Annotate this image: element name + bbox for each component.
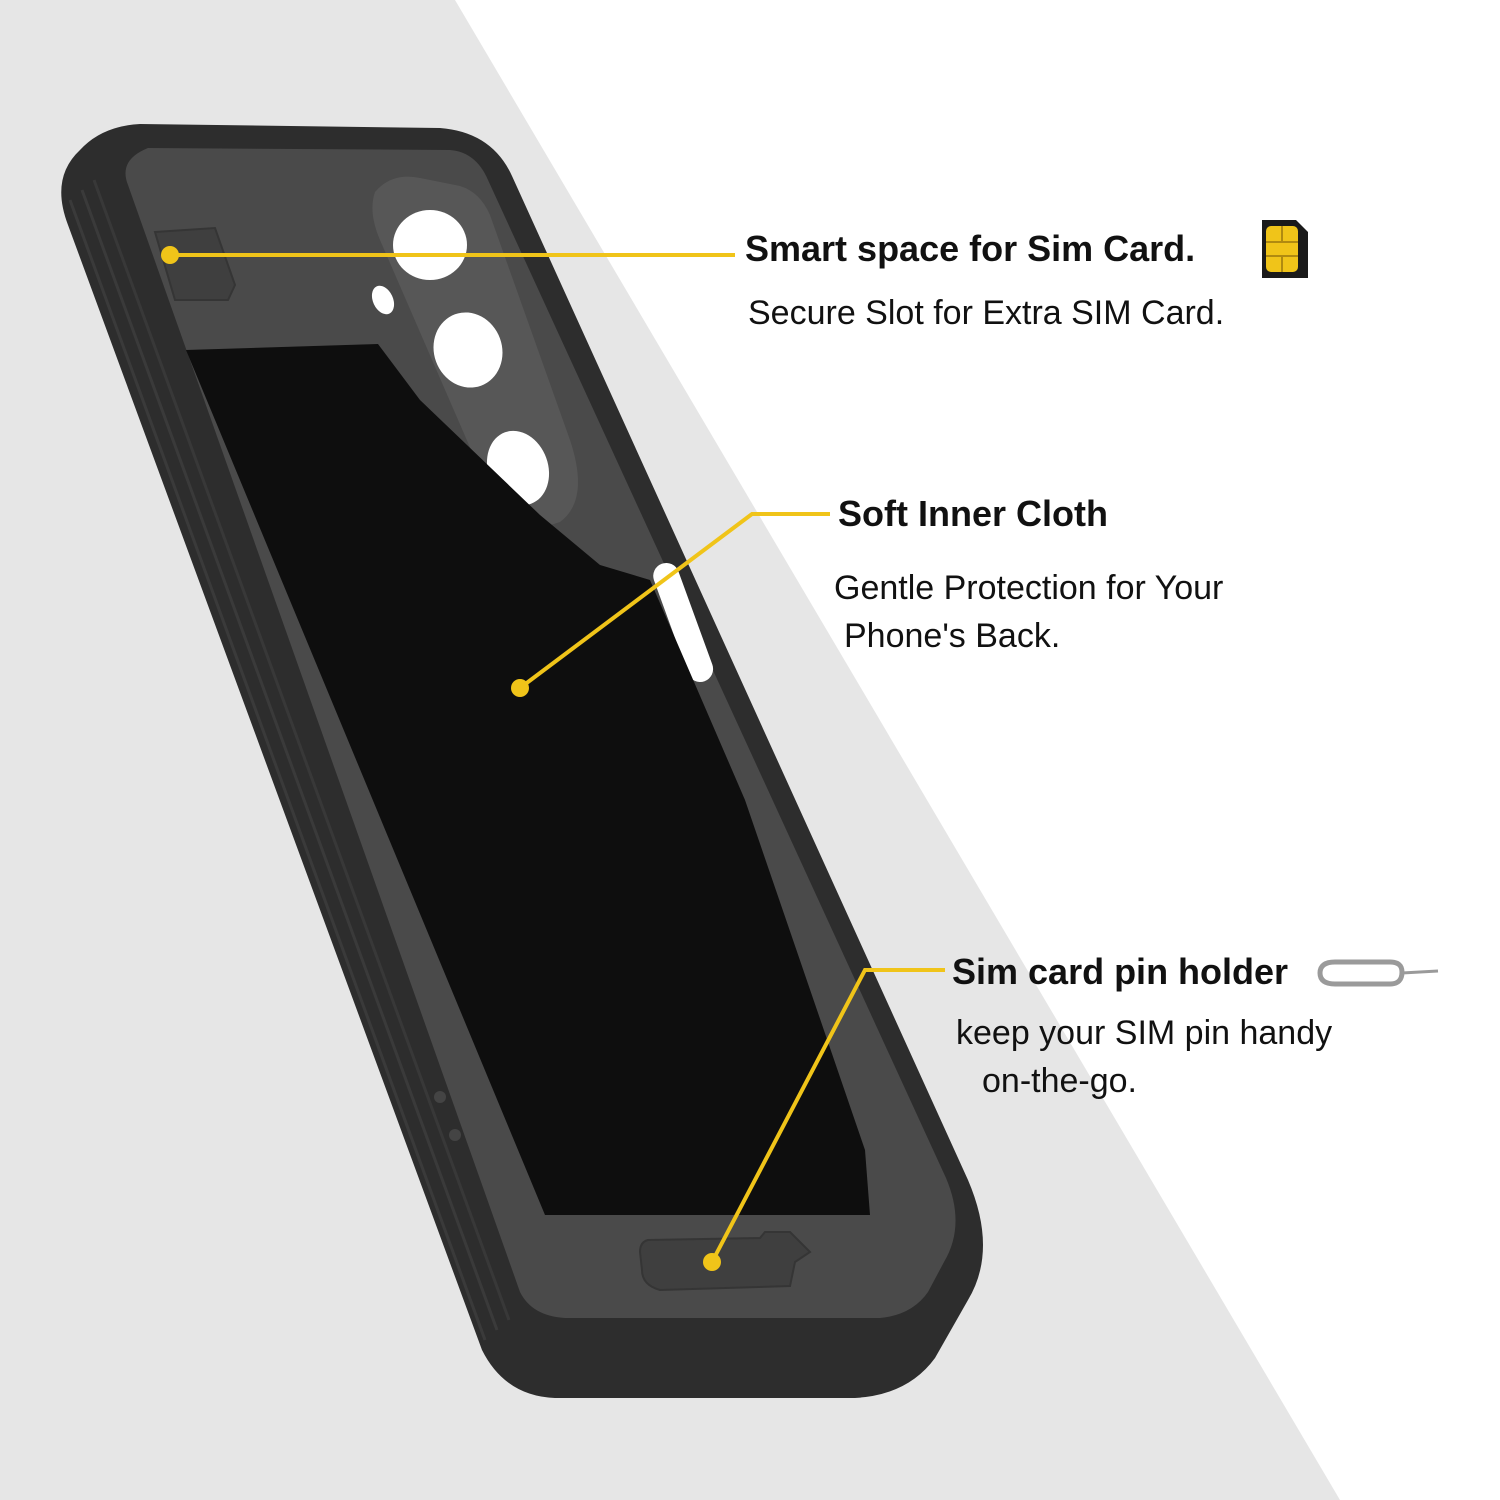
inner-cloth-description: Gentle Protection for Your Phone's Back.	[834, 565, 1223, 660]
sim-space-description-line: Secure Slot for Extra SIM Card.	[748, 294, 1225, 332]
case-side-dot	[449, 1129, 461, 1141]
pin-holder-description-line: on-the-go.	[982, 1061, 1137, 1100]
inner-cloth-description-line: Phone's Back.	[844, 616, 1061, 655]
inner-cloth-description-line: Gentle Protection for Your	[834, 569, 1224, 607]
pin-leader-line	[710, 968, 945, 1263]
callout-leaders	[161, 246, 945, 1271]
camera-hole	[393, 210, 467, 280]
inner-cloth-title: Soft Inner Cloth	[838, 493, 1108, 534]
sim-card-icon	[1262, 220, 1308, 278]
soft-inner-cloth	[186, 344, 870, 1215]
pin-holder-title: Sim card pin holder	[952, 951, 1289, 992]
phone-case	[61, 124, 983, 1398]
sim-space-description: Secure Slot for Extra SIM Card.	[748, 290, 1224, 338]
sim-slot	[153, 226, 237, 301]
cloth-leader-dot	[511, 679, 529, 697]
case-rim-ridge	[92, 179, 511, 1321]
pin-holder-description: keep your SIM pin handy on-the-go.	[956, 1010, 1332, 1105]
case-side-dot	[434, 1091, 446, 1103]
case-rim-ridge	[68, 199, 487, 1341]
sim-space-title: Smart space for Sim Card.	[745, 228, 1196, 269]
sim-ejector-pin-icon	[1317, 959, 1439, 987]
side-button-cutout	[653, 562, 714, 682]
case-rim-ridge	[80, 189, 499, 1331]
cloth-leader-line	[518, 512, 830, 690]
pin-leader-dot	[703, 1253, 721, 1271]
pin-holder-description-line: keep your SIM pin handy	[956, 1014, 1333, 1052]
sim-leader-dot	[161, 246, 179, 264]
camera-hole	[433, 312, 503, 388]
flash-hole	[371, 285, 395, 315]
pin-holder-recess	[638, 1231, 812, 1292]
